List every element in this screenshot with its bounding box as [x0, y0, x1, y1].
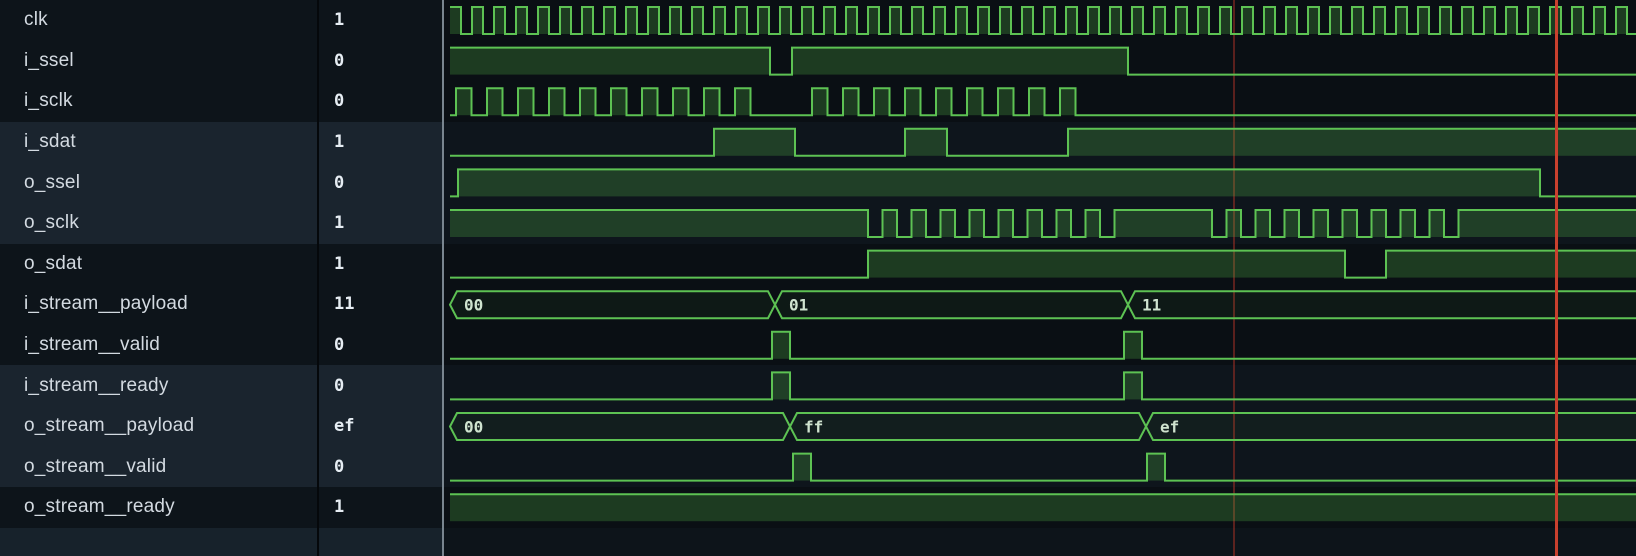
signal-name[interactable]: clk — [24, 9, 48, 31]
signal-value: 0 — [334, 335, 345, 356]
signal-value: ef — [334, 416, 355, 437]
signal-value: 1 — [334, 10, 345, 31]
signal-value: 1 — [334, 253, 345, 274]
signal-value: 0 — [334, 91, 345, 112]
signal-value: 1 — [334, 497, 345, 518]
secondary-cursor-line — [1233, 0, 1235, 556]
signal-name[interactable]: o_stream__payload — [24, 415, 195, 437]
svg-text:01: 01 — [789, 296, 808, 315]
svg-text:00: 00 — [464, 296, 483, 315]
signal-name[interactable]: o_ssel — [24, 171, 81, 193]
signal-value: 1 — [334, 213, 345, 234]
signal-name[interactable]: o_sclk — [24, 212, 80, 234]
signal-name[interactable]: o_sdat — [24, 252, 83, 274]
signal-name[interactable]: i_sdat — [24, 131, 76, 153]
signal-name[interactable]: i_stream__payload — [24, 293, 188, 315]
signal-name[interactable]: i_sclk — [24, 90, 73, 112]
svg-text:ff: ff — [804, 418, 823, 437]
signal-value: 0 — [334, 375, 345, 396]
signal-name[interactable]: o_stream__valid — [24, 455, 167, 477]
signal-value: 0 — [334, 50, 345, 71]
svg-text:11: 11 — [1142, 296, 1161, 315]
signal-name[interactable]: i_stream__ready — [24, 374, 169, 396]
svg-text:00: 00 — [464, 418, 483, 437]
signal-name[interactable]: i_stream__valid — [24, 334, 161, 356]
svg-text:ef: ef — [1160, 418, 1179, 437]
cursor-line[interactable] — [1555, 0, 1558, 556]
signal-value: 1 — [334, 132, 345, 153]
signal-value: 0 — [334, 456, 345, 477]
names-values-splitter[interactable] — [317, 0, 319, 556]
signal-name[interactable]: i_ssel — [24, 49, 74, 71]
signal-value: 11 — [334, 294, 355, 315]
values-wave-splitter[interactable] — [442, 0, 444, 556]
empty-row — [0, 528, 1636, 556]
signal-name[interactable]: o_stream__ready — [24, 496, 175, 518]
signal-value: 0 — [334, 172, 345, 193]
